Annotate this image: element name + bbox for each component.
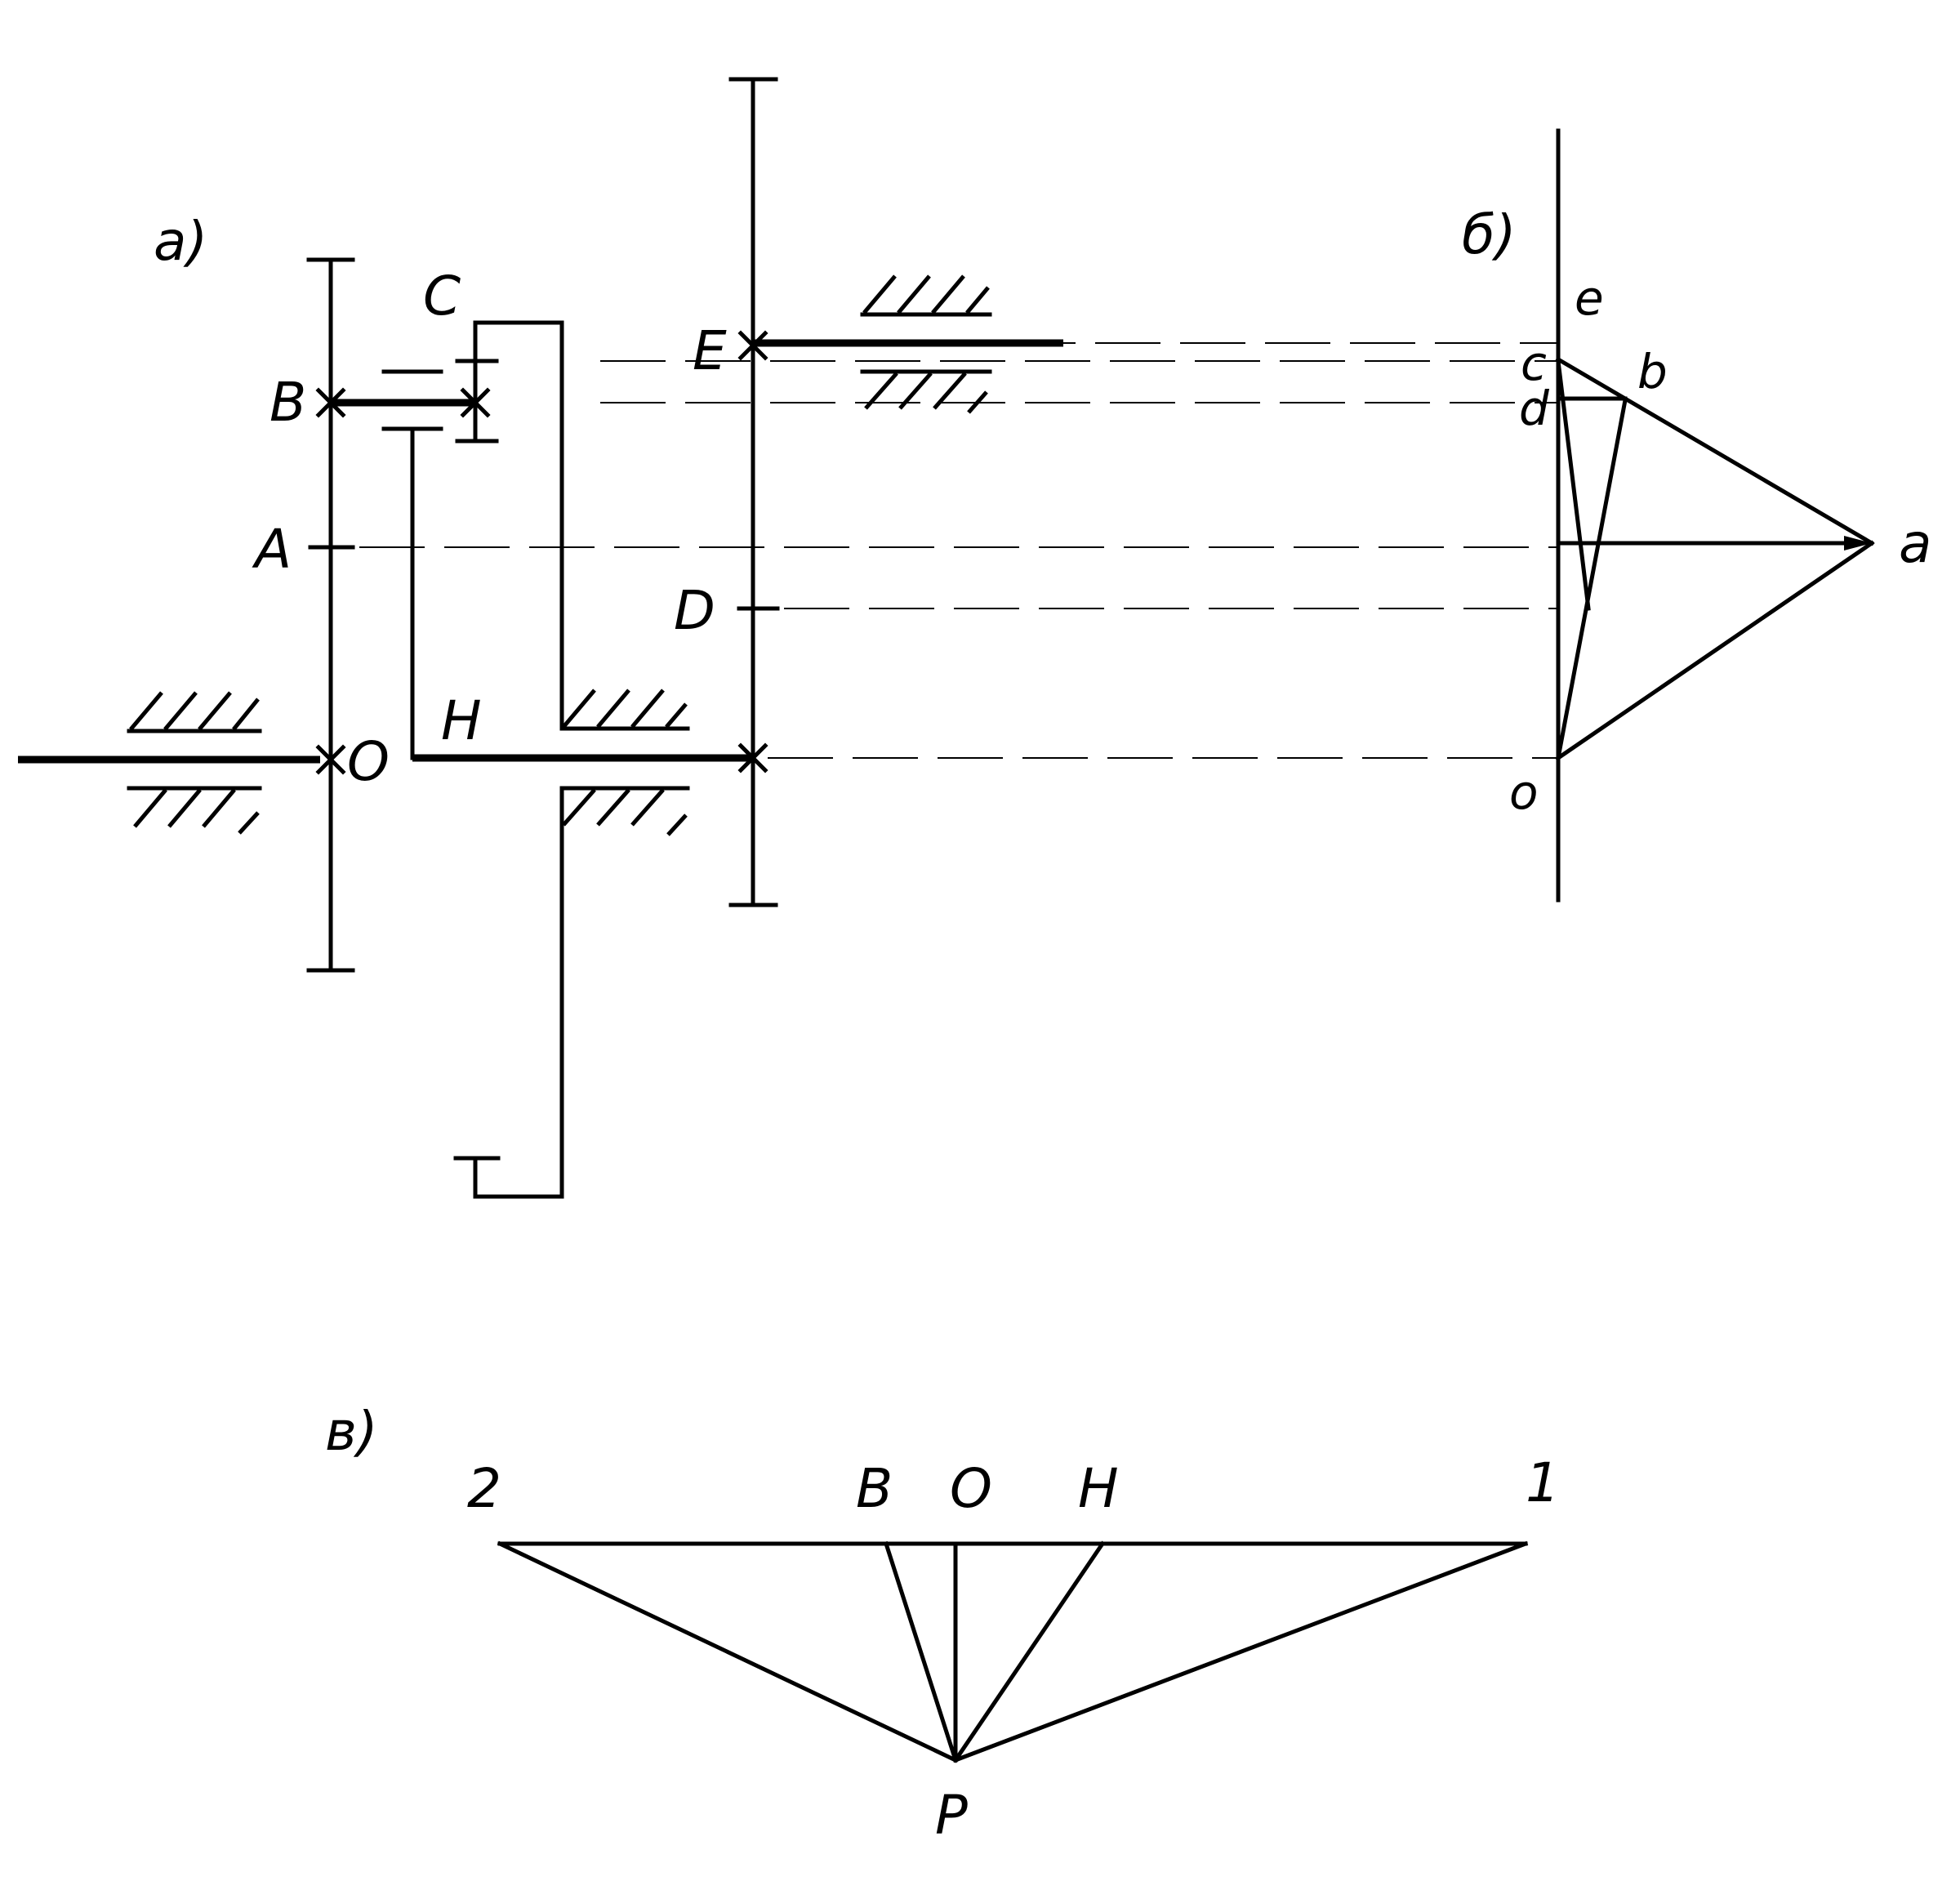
label-O: O (347, 730, 390, 793)
label-2: 2 (467, 1457, 501, 1520)
ring-gear-upper (473, 320, 564, 731)
velocity-vector-a-arrowhead (1844, 536, 1872, 551)
joint-H-mark (737, 742, 768, 773)
label-1: 1 (1526, 1451, 1560, 1514)
output-shaft-bearing-bottom (860, 369, 992, 414)
input-shaft-bearing-top (127, 691, 262, 733)
label-b: b (1637, 344, 1668, 399)
label-E: E (693, 319, 727, 382)
ray-P-2 (497, 1540, 959, 1763)
ring-gear-lower (473, 786, 564, 1199)
label-e: e (1575, 270, 1604, 326)
label-H-plan: H (1078, 1457, 1119, 1520)
velocity-line-o-a (1555, 540, 1875, 761)
output-shaft-bearing-top (860, 274, 992, 317)
label-a: a (1899, 512, 1931, 575)
ray-P-1 (952, 1540, 1529, 1763)
ray-P-H (952, 1540, 1106, 1763)
panel-b-label: б) (1462, 203, 1516, 266)
panel-c-label: в) (325, 1400, 378, 1463)
label-A: A (252, 518, 292, 581)
panel-c-angular-velocity-plan: в) 2 B O H 1 P (325, 1400, 1560, 1847)
velocity-line-c-d (1556, 359, 1591, 611)
velocity-line-o-b (1556, 398, 1628, 760)
label-d: d (1519, 381, 1550, 436)
label-H: H (441, 689, 482, 752)
label-B: B (270, 371, 306, 434)
label-O-plan: O (950, 1457, 992, 1520)
housing-upper-hatch (559, 689, 690, 731)
input-shaft-bearing-bottom (127, 786, 262, 835)
label-c: c (1521, 336, 1547, 391)
panel-a-scheme: a) B C A E D O H (18, 77, 1063, 1199)
label-P: P (935, 1784, 968, 1847)
label-C: C (423, 265, 461, 328)
projection-lines (359, 342, 1558, 759)
joint-C-mark (460, 387, 491, 418)
label-D: D (674, 579, 715, 642)
joint-O-mark (315, 744, 346, 775)
housing-lower-hatch (559, 786, 690, 836)
label-B-plan: B (856, 1457, 893, 1520)
ray-P-B (883, 1540, 959, 1763)
velocity-line-c-a (1555, 356, 1875, 546)
panel-b-velocity-plan: б) e c b d a o (1462, 128, 1931, 903)
panel-a-label: a) (154, 210, 207, 273)
label-o: o (1509, 764, 1539, 820)
